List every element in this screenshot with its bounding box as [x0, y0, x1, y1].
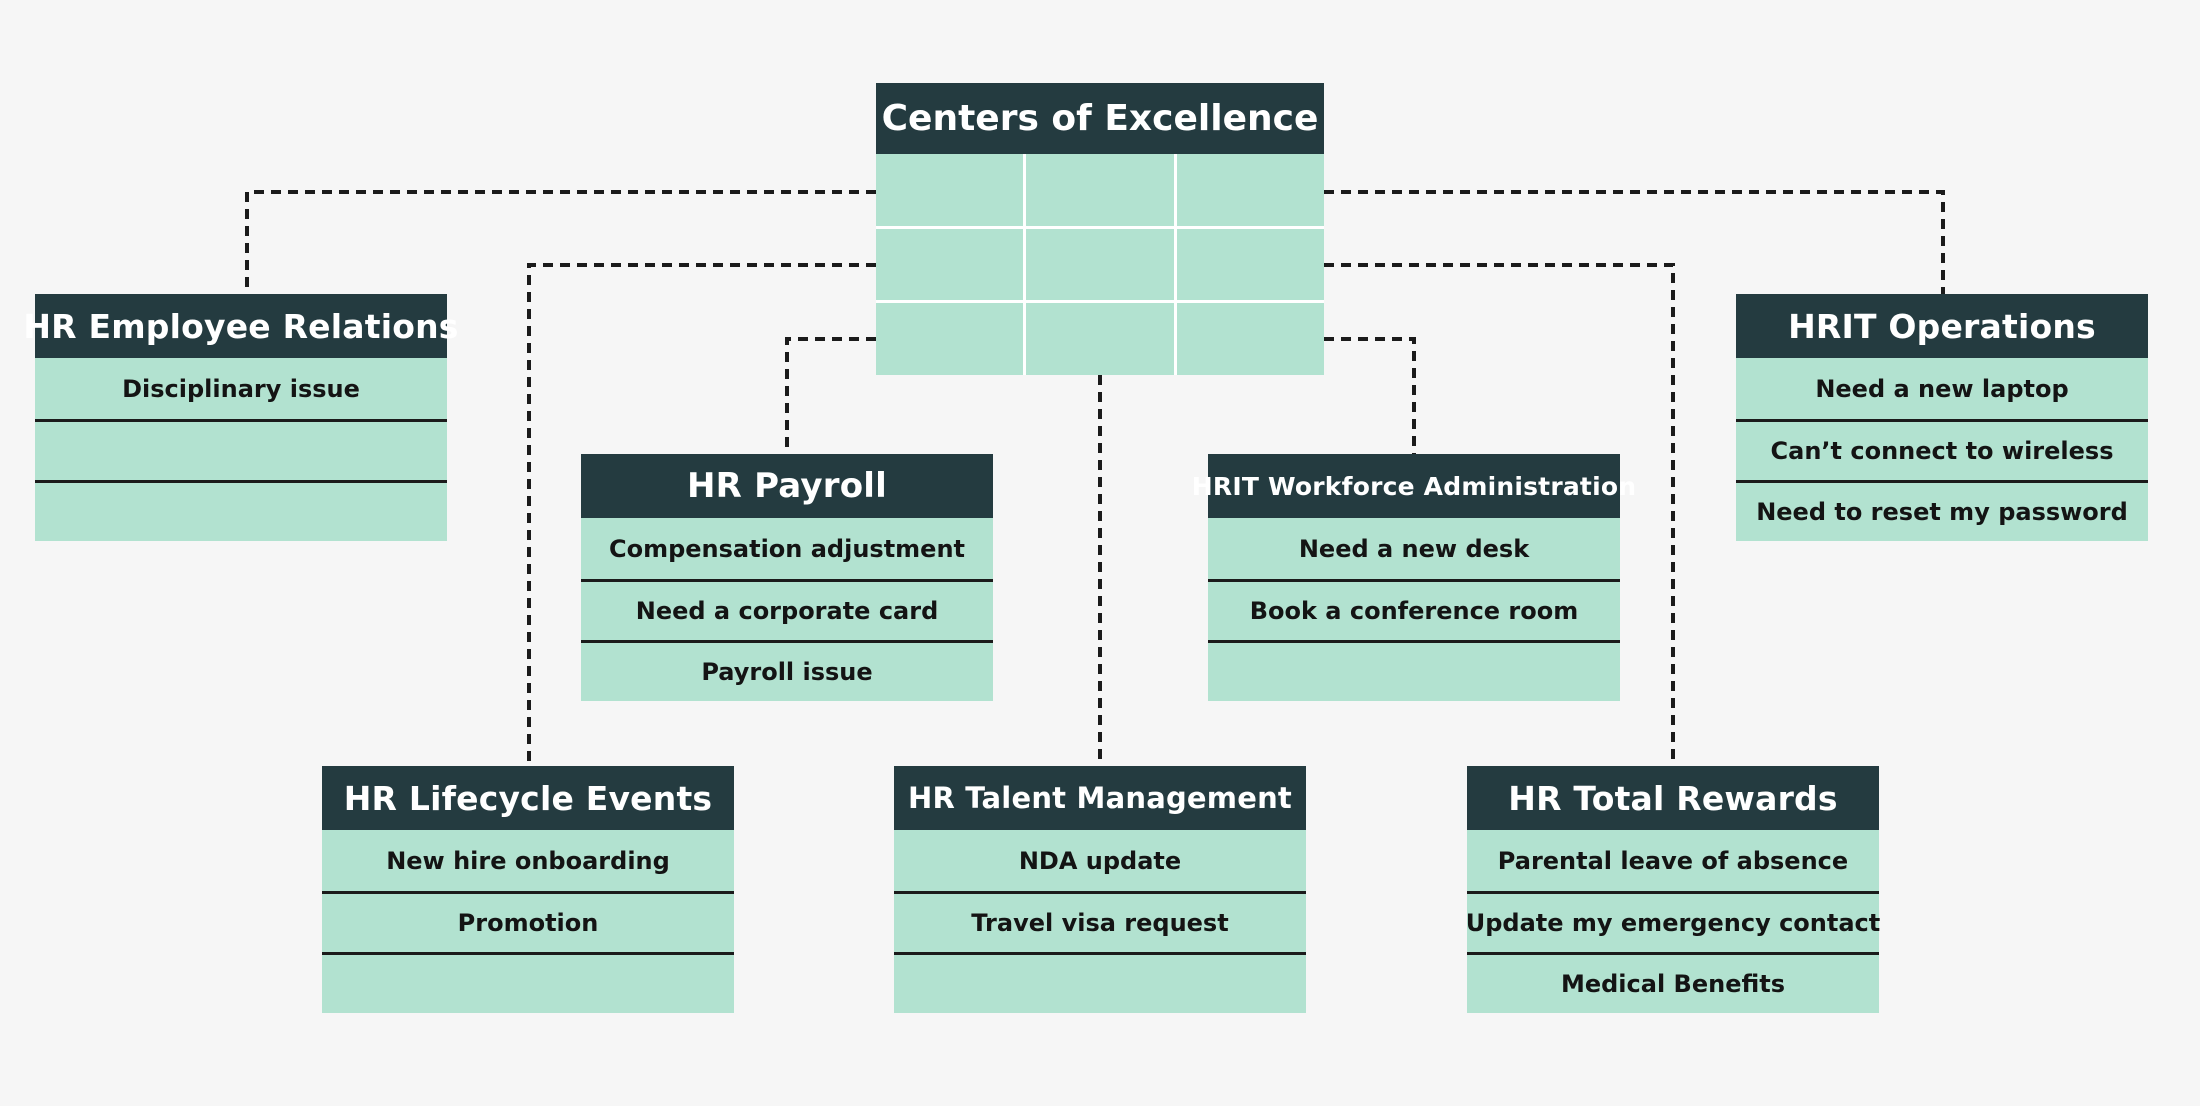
connector-hrit-operations	[1324, 190, 1945, 294]
card-item: Medical Benefits	[1467, 952, 1879, 1013]
card-item: Parental leave of absence	[1467, 830, 1879, 891]
card-item: Promotion	[322, 891, 734, 952]
grid-cell	[1176, 303, 1324, 375]
card-hr-lifecycle-events: HR Lifecycle Events New hire onboarding …	[322, 766, 734, 1013]
card-item: Can’t connect to wireless	[1736, 419, 2148, 480]
grid-cell	[876, 154, 1024, 226]
card-item: Book a conference room	[1208, 579, 1620, 640]
card-item: Need a corporate card	[581, 579, 993, 640]
card-item	[35, 419, 447, 480]
card-item: Update my emergency contact	[1466, 891, 1880, 952]
card-item: Need a new desk	[1208, 518, 1620, 579]
connector-payroll	[785, 337, 876, 454]
card-item: Need to reset my password	[1736, 480, 2148, 541]
card-item	[322, 952, 734, 1013]
connector-workforce-admin	[1324, 337, 1416, 454]
card-hrit-operations: HRIT Operations Need a new laptop Can’t …	[1736, 294, 2148, 541]
card-item	[35, 480, 447, 541]
connector-lifecycle-events	[527, 263, 876, 766]
centers-of-excellence-node: Centers of Excellence	[876, 83, 1324, 375]
card-hr-talent-management: HR Talent Management NDA update Travel v…	[894, 766, 1306, 1013]
centers-of-excellence-grid	[876, 154, 1324, 375]
card-item: New hire onboarding	[322, 830, 734, 891]
grid-cell	[1026, 303, 1174, 375]
card-title: HR Employee Relations	[23, 294, 458, 358]
card-title: HRIT Operations	[1736, 294, 2148, 358]
card-item: Need a new laptop	[1736, 358, 2148, 419]
grid-cell	[1176, 154, 1324, 226]
card-hr-total-rewards: HR Total Rewards Parental leave of absen…	[1466, 766, 1880, 1013]
card-title: HR Payroll	[581, 454, 993, 518]
card-item: Disciplinary issue	[35, 358, 447, 419]
connector-employee-relations	[245, 190, 876, 294]
card-title: HR Total Rewards	[1467, 766, 1879, 830]
grid-cell	[1026, 228, 1174, 301]
card-title: HR Talent Management	[894, 766, 1306, 830]
card-title: HRIT Workforce Administration	[1192, 454, 1636, 518]
card-title: HR Lifecycle Events	[322, 766, 734, 830]
card-item	[1208, 640, 1620, 701]
card-item	[894, 952, 1306, 1013]
connector-total-rewards	[1324, 263, 1675, 766]
grid-cell	[1026, 154, 1174, 226]
card-hr-employee-relations: HR Employee Relations Disciplinary issue	[23, 294, 458, 541]
centers-of-excellence-title: Centers of Excellence	[876, 83, 1324, 154]
grid-cell	[876, 303, 1024, 375]
card-hr-payroll: HR Payroll Compensation adjustment Need …	[581, 454, 993, 701]
card-hrit-workforce-administration: HRIT Workforce Administration Need a new…	[1192, 454, 1636, 701]
card-item: Travel visa request	[894, 891, 1306, 952]
grid-cell	[1176, 228, 1324, 301]
grid-cell	[876, 228, 1024, 301]
card-item: Compensation adjustment	[581, 518, 993, 579]
card-item: NDA update	[894, 830, 1306, 891]
card-item: Payroll issue	[581, 640, 993, 701]
